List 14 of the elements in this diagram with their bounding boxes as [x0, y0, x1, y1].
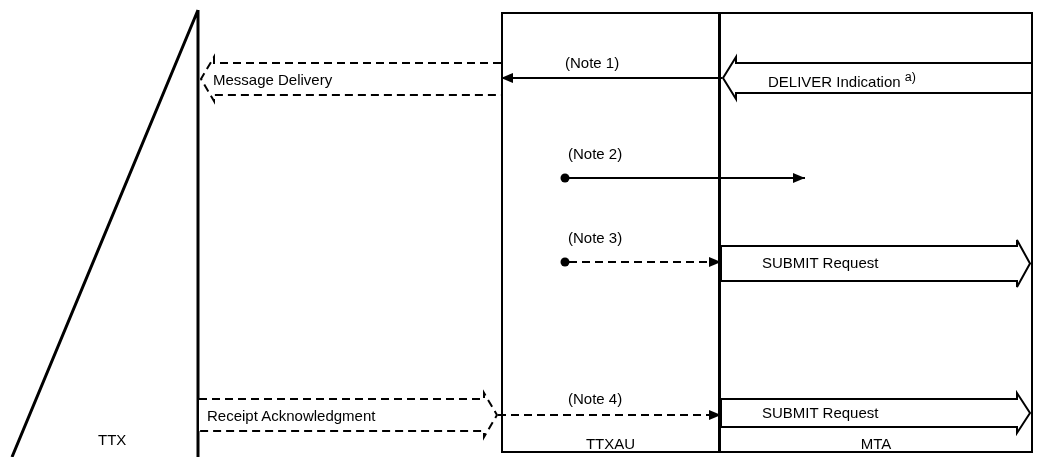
entity-label: TTX [98, 432, 127, 447]
edge-label: (Note 1) [565, 55, 620, 70]
arrow [500, 73, 723, 83]
message-label: Message Delivery [213, 72, 333, 87]
entity-label: TTXAU [584, 436, 637, 451]
arrow [568, 173, 806, 183]
message-label: SUBMIT Request [762, 405, 879, 420]
edge-label: (Note 2) [568, 146, 623, 161]
message-label: SUBMIT Request [762, 255, 879, 270]
edge-label: (Note 4) [568, 391, 623, 406]
edge-label: (Note 3) [568, 230, 623, 245]
message-label: Receipt Acknowledgment [207, 408, 376, 423]
message-label: DELIVER Indication $^{a)}$ [768, 71, 916, 89]
entity-label: MTA [859, 436, 893, 451]
